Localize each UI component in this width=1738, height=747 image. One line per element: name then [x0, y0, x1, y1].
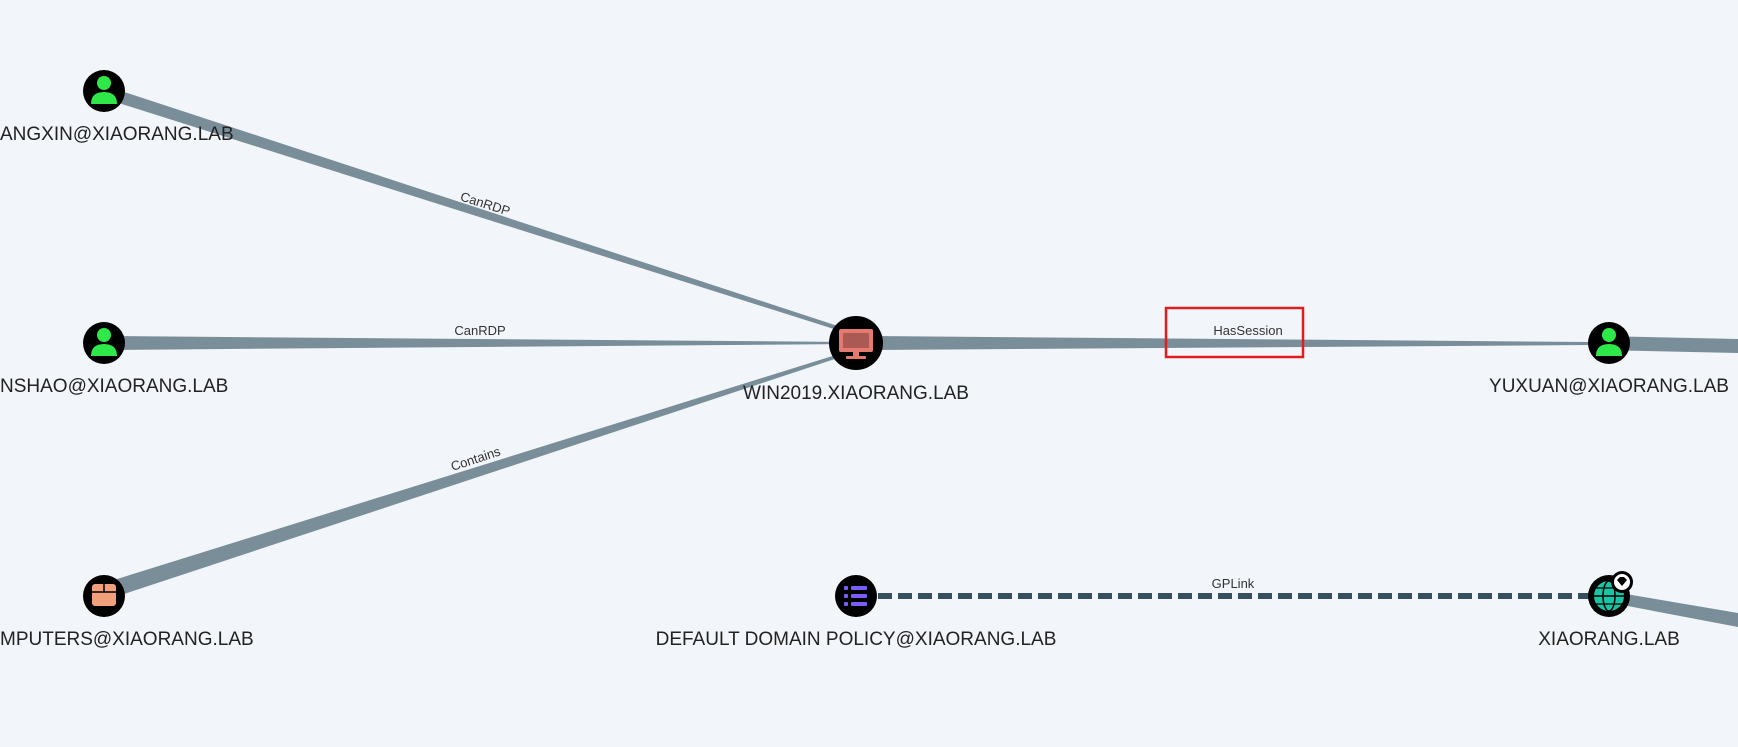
node-computer-win2019[interactable] [829, 316, 883, 370]
node-user-jinshao[interactable] [83, 322, 125, 364]
edge-label-hassession: HasSession [1213, 323, 1282, 338]
edge-canrdp-1[interactable] [106, 86, 856, 336]
node-user-zhangxin[interactable] [83, 70, 125, 112]
monitor-icon [839, 329, 873, 359]
user-icon [91, 328, 117, 356]
node-label-jinshao: NSHAO@XIAORANG.LAB [0, 376, 228, 397]
user-icon [1596, 328, 1622, 356]
node-label-win2019: WIN2019.XIAORANG.LAB [743, 383, 969, 404]
edge-offscreen-yuxuan[interactable] [1600, 336, 1738, 353]
node-label-zhangxin: ANGXIN@XIAORANG.LAB [0, 124, 234, 145]
edge-contains[interactable] [101, 349, 856, 600]
edge-offscreen-domain[interactable] [1617, 593, 1738, 627]
gem-badge-icon [1611, 571, 1633, 593]
edge-label-canrdp-2: CanRDP [454, 323, 505, 338]
node-gpo-default-domain-policy[interactable] [835, 575, 877, 617]
edge-label-gplink: GPLink [1212, 576, 1255, 591]
highlight-box [1164, 306, 1305, 359]
node-user-yuxuan[interactable] [1588, 322, 1630, 364]
list-icon [844, 586, 867, 606]
user-icon [91, 76, 117, 104]
node-label-default-domain-policy: DEFAULT DOMAIN POLICY@XIAORANG.LAB [656, 629, 1057, 650]
node-label-yuxuan: YUXUAN@XIAORANG.LAB [1489, 376, 1729, 397]
node-label-xiaorang: XIAORANG.LAB [1538, 629, 1680, 650]
edges [101, 86, 1738, 627]
edge-hassession[interactable] [870, 336, 1591, 350]
node-domain-xiaorang[interactable] [1588, 571, 1633, 617]
box-icon [92, 584, 116, 606]
node-ou-computers[interactable] [83, 575, 125, 617]
edge-canrdp-2[interactable] [105, 336, 855, 350]
node-label-computers: MPUTERS@XIAORANG.LAB [0, 629, 254, 650]
